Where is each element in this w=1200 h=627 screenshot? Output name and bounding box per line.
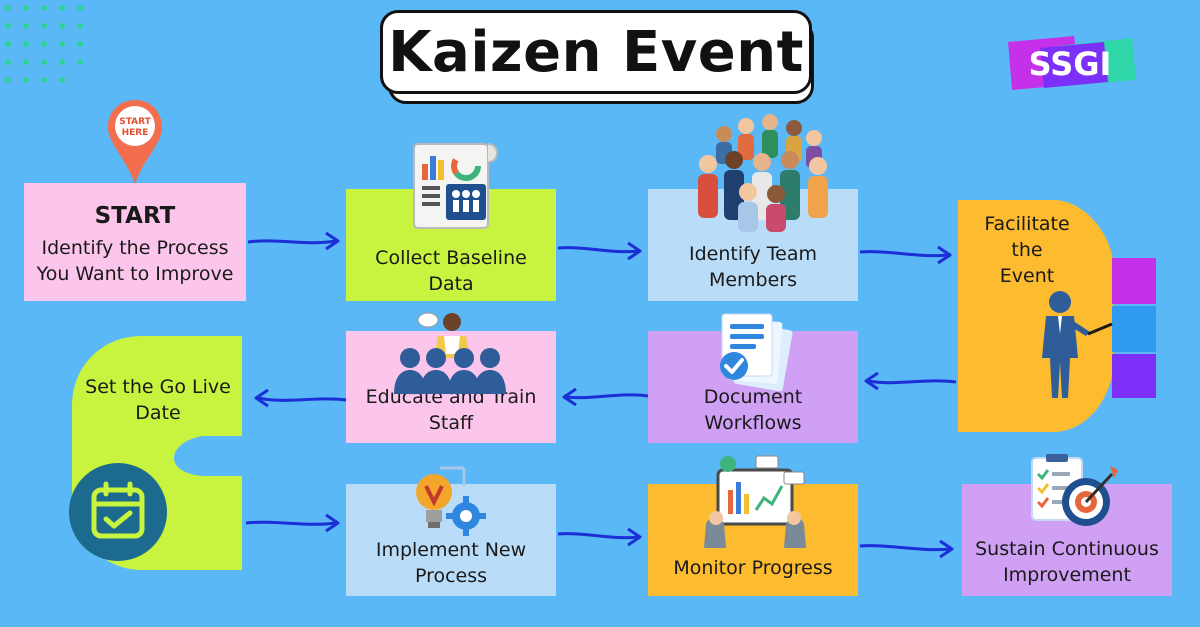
step-monitor-line1: Monitor Progress <box>673 557 833 579</box>
arrow-facilitate-to-document <box>864 371 957 391</box>
step-implement-new-process: Implement New Process <box>346 484 556 596</box>
presenter-icon <box>1042 258 1156 398</box>
step-facilitate-line2: Event <box>999 265 1055 287</box>
calendar-check-icon <box>69 463 167 561</box>
step-facilitate-event: Facilitate the Event <box>962 213 1092 287</box>
tablet-charts-icon <box>704 455 806 548</box>
step-start-heading: START <box>94 203 176 229</box>
documents-check-icon <box>720 313 793 392</box>
arrow-team-to-facilitate <box>859 245 952 265</box>
step-implement-line2: Process <box>414 565 488 587</box>
arrow-implement-to-monitor <box>557 527 642 547</box>
step-facilitate-shape <box>958 200 1113 432</box>
logo-text: SSGI <box>1029 45 1112 83</box>
lightbulb-gear-icon <box>416 466 486 536</box>
step-start-line1: Identify the Process <box>41 237 229 259</box>
step-collect-line2: Data <box>428 273 474 295</box>
map-pin-icon: START HERE <box>108 100 162 184</box>
checklist-target-icon <box>1031 454 1118 526</box>
step-document-line1: Document <box>703 386 803 408</box>
step-sustain-line2: Improvement <box>1003 564 1131 586</box>
step-document-line2: Workflows <box>704 412 802 434</box>
pin-text-line1: START <box>119 117 151 127</box>
arrow-monitor-to-sustain <box>859 539 954 559</box>
dot-pattern-decoration <box>5 5 83 83</box>
step-implement-line1: Implement New <box>375 539 527 561</box>
step-golive-line2: Date <box>135 402 181 424</box>
arrow-start-to-collect <box>247 231 340 251</box>
page-title: Kaizen Event <box>380 10 812 94</box>
step-set-go-live-date: Set the Go Live Date <box>78 372 238 428</box>
arrow-collect-to-team <box>557 241 642 261</box>
step-facilitate-line1: Facilitate the <box>984 213 1070 261</box>
step-collect-line1: Collect Baseline <box>375 247 527 269</box>
trainer-audience-icon <box>394 312 506 394</box>
report-icon <box>413 143 498 229</box>
step-golive-line1: Set the Go Live <box>85 376 231 398</box>
step-team-line1: Identify Team <box>689 243 817 265</box>
arrow-educate-to-golive <box>254 388 347 408</box>
pin-text-line2: HERE <box>122 128 149 138</box>
step-start: START Identify the Process You Want to I… <box>24 183 246 301</box>
arrow-golive-to-implement <box>245 513 340 533</box>
step-sustain-line1: Sustain Continuous <box>975 538 1159 560</box>
team-crowd-icon <box>698 114 828 232</box>
step-start-line2: You Want to Improve <box>36 263 234 285</box>
ssgi-logo: SSGI <box>1008 36 1136 90</box>
step-team-line2: Members <box>708 269 798 291</box>
step-educate-line2: Staff <box>428 412 474 434</box>
arrow-document-to-educate <box>562 387 649 407</box>
